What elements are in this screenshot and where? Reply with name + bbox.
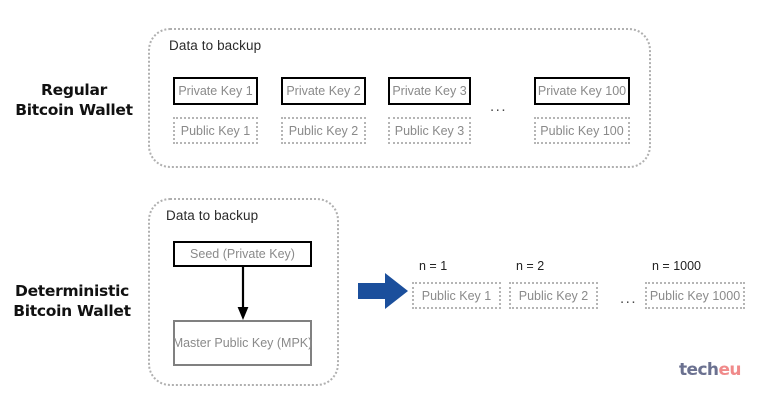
private-key-box-3: Private Key 3 bbox=[388, 77, 471, 105]
row-label-regular-line1: Regular bbox=[41, 81, 107, 99]
seed-private-key-box: Seed (Private Key) bbox=[173, 241, 312, 267]
seed-to-mpk-arrow-icon bbox=[237, 267, 249, 320]
row-label-deterministic: Deterministic Bitcoin Wallet bbox=[2, 281, 142, 321]
tech-eu-logo: techeu bbox=[679, 362, 741, 379]
row-label-regular-line2: Bitcoin Wallet bbox=[15, 101, 133, 119]
row-label-regular: Regular Bitcoin Wallet bbox=[4, 80, 144, 120]
ellipsis-regular-row: ... bbox=[490, 98, 508, 115]
blue-right-arrow-icon bbox=[358, 273, 408, 309]
public-key-box-1: Public Key 1 bbox=[173, 117, 258, 144]
derived-public-key-box-2: Public Key 2 bbox=[509, 282, 598, 309]
backup-title-deterministic: Data to backup bbox=[166, 208, 259, 223]
private-key-box-100: Private Key 100 bbox=[534, 77, 630, 105]
derived-public-key-box-1000: Public Key 1000 bbox=[645, 282, 745, 309]
n-index-label-1: n = 1 bbox=[419, 259, 448, 273]
row-label-deterministic-line1: Deterministic bbox=[15, 282, 129, 300]
master-public-key-box: Master Public Key (MPK) bbox=[173, 320, 312, 366]
logo-text-tech: tech bbox=[679, 360, 719, 380]
n-index-label-2: n = 2 bbox=[516, 259, 545, 273]
private-key-box-1: Private Key 1 bbox=[173, 77, 258, 105]
n-index-label-1000: n = 1000 bbox=[652, 259, 702, 273]
backup-title-regular: Data to backup bbox=[169, 38, 262, 53]
derived-public-key-box-1: Public Key 1 bbox=[412, 282, 501, 309]
public-key-box-3: Public Key 3 bbox=[388, 117, 471, 144]
public-key-box-100: Public Key 100 bbox=[534, 117, 630, 144]
public-key-box-2: Public Key 2 bbox=[281, 117, 366, 144]
logo-text-eu: eu bbox=[718, 360, 741, 380]
row-label-deterministic-line2: Bitcoin Wallet bbox=[13, 302, 131, 320]
ellipsis-deterministic-row: ... bbox=[620, 290, 638, 307]
private-key-box-2: Private Key 2 bbox=[281, 77, 366, 105]
